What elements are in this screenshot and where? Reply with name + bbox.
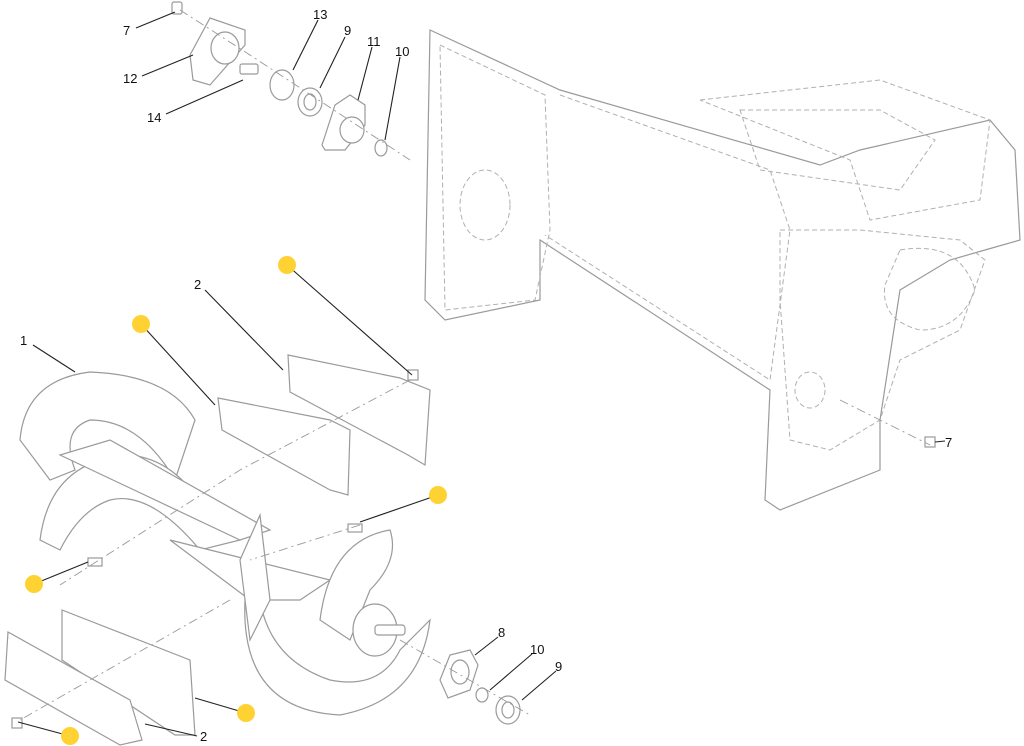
callout-1: 1	[20, 333, 27, 348]
hotspot-marker[interactable]	[61, 727, 79, 745]
callout-8: 8	[498, 625, 505, 640]
hotspot-marker[interactable]	[25, 575, 43, 593]
callout-13: 13	[313, 7, 327, 22]
callout-labels: 7 12 14 13 9 11 10 2 1 7 8 10 9 2	[20, 7, 952, 744]
frame-housing	[424, 29, 1021, 511]
auger-assembly	[19, 371, 431, 716]
callout-9: 9	[555, 659, 562, 674]
callout-11: 11	[367, 34, 381, 49]
callout-14: 14	[147, 110, 161, 125]
callout-2: 2	[194, 277, 201, 292]
callout-9: 9	[344, 23, 351, 38]
hotspot-marker[interactable]	[429, 486, 447, 504]
lower-bearing-assembly	[399, 639, 531, 725]
hotspot-marker[interactable]	[237, 704, 255, 722]
callout-2: 2	[200, 729, 207, 744]
callout-10: 10	[530, 642, 544, 657]
callout-10: 10	[395, 44, 409, 59]
callout-7: 7	[945, 435, 952, 450]
upper-bearing-assembly	[171, 1, 411, 161]
hotspot-marker[interactable]	[132, 315, 150, 333]
scraper-blades	[4, 354, 936, 746]
callout-7: 7	[123, 23, 130, 38]
callout-12: 12	[123, 71, 137, 86]
hotspots	[25, 256, 447, 745]
hotspot-marker[interactable]	[278, 256, 296, 274]
